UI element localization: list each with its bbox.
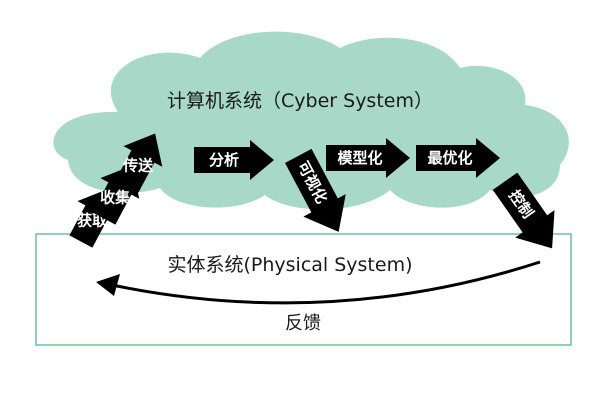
feedback-label: 反馈 [285,313,321,334]
physical-system-box: 实体系统(Physical System) [35,233,572,346]
step-label-transmit: 传送 [122,156,154,174]
step-arrow-optimize: 最优化 [416,138,500,178]
step-label-optimize: 最优化 [427,149,472,167]
arrow-shape [326,138,410,178]
step-arrow-analyze: 分析 [194,140,274,180]
cyber-system-label: 计算机系统（Cyber System） [167,90,433,112]
feedback-arrow: 反馈 [96,260,541,334]
feedback-arrowhead [96,274,120,296]
step-label-model: 模型化 [337,149,382,167]
arrow-shape [285,148,346,232]
step-arrow-model: 模型化 [326,138,410,178]
step-arrow-transmit: 传送 [115,133,163,193]
physical-system-border [35,233,572,346]
arrow-shape [416,138,500,178]
step-label-collect: 收集 [100,188,131,206]
arrow-shape [115,133,163,193]
step-label-analyze: 分析 [209,151,239,169]
arrow-shape [194,140,274,180]
physical-system-label: 实体系统(Physical System) [167,254,412,276]
feedback-curve [111,260,541,305]
arrow-shape [492,172,555,249]
